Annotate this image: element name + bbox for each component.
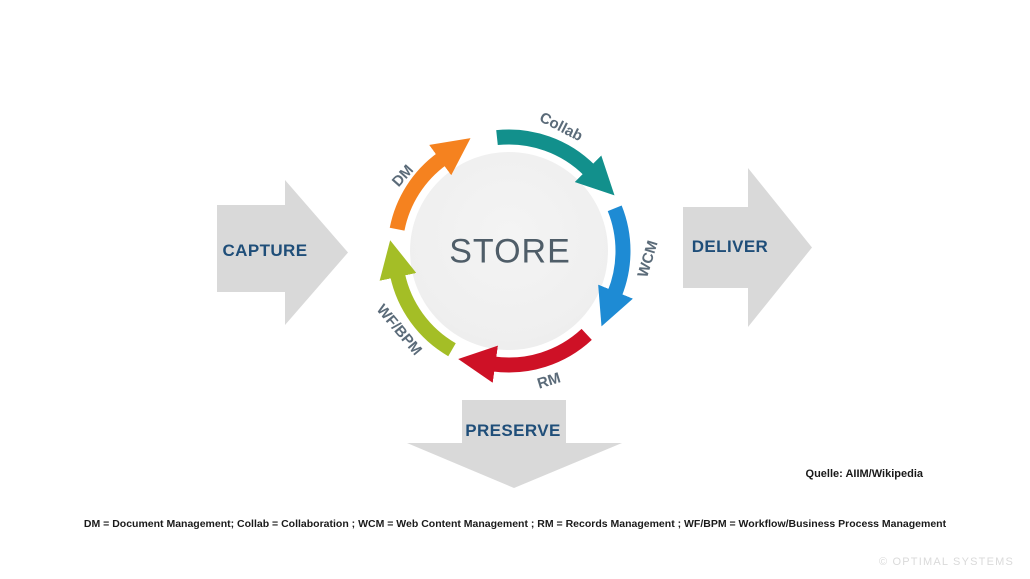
cycle-arc-wfbpm — [379, 240, 456, 357]
cycle-arc-rm — [458, 328, 592, 383]
deliver-arrow-shape — [683, 168, 812, 327]
preserve-arrow-shape — [407, 400, 622, 488]
capture-arrow-shape — [217, 180, 348, 325]
cycle-arc-wcm — [598, 205, 633, 327]
cycle-arc-collab — [496, 129, 615, 196]
capture-label: CAPTURE — [222, 241, 308, 260]
deliver-label: DELIVER — [691, 237, 769, 256]
abbreviation-legend: DM = Document Management; Collab = Colla… — [83, 518, 947, 530]
source-note: Quelle: AIIM/Wikipedia — [805, 468, 923, 480]
preserve-label: PRESERVE — [465, 421, 561, 440]
store-center-label: STORE — [449, 232, 571, 271]
store-circle — [410, 152, 608, 350]
cycle-arc-dm — [389, 138, 471, 231]
copyright-note: © OPTIMAL SYSTEMS — [878, 556, 1014, 568]
